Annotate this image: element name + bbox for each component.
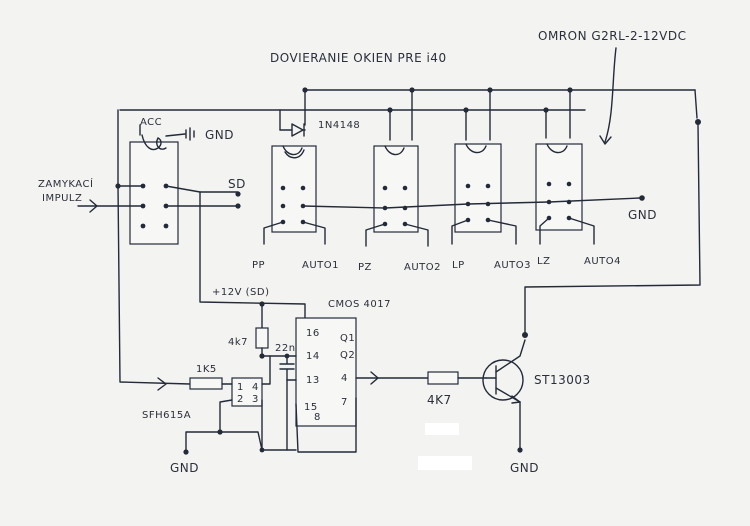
acc-label: ACC: [140, 117, 162, 128]
opto-ground-wire: [185, 399, 233, 453]
svg-text:7: 7: [341, 397, 348, 408]
gnd-bottom-right-label: GND: [510, 461, 539, 475]
svg-text:16: 16: [306, 328, 320, 339]
svg-text:Q2: Q2: [340, 350, 355, 361]
paper-patch-2: [418, 456, 472, 470]
svg-text:8: 8: [314, 412, 321, 423]
gnd-bottom-right-terminal: [517, 447, 523, 453]
svg-text:14: 14: [306, 351, 320, 362]
window-relay-1: [271, 145, 317, 233]
auto4-label: AUTO4: [584, 256, 621, 267]
opto-input-arrow: [157, 377, 167, 391]
diagram-title: DOVIERANIE OKIEN PRE i40: [270, 51, 447, 65]
supply-wire: [199, 191, 306, 319]
svg-text:1: 1: [237, 382, 244, 393]
transistor-collector-wire: [524, 124, 701, 336]
svg-text:2: 2: [237, 394, 244, 405]
svg-text:4: 4: [341, 373, 348, 384]
svg-text:4: 4: [252, 382, 259, 393]
collector-terminal: [522, 332, 528, 338]
diode-1n4148: 1N4148: [279, 120, 360, 137]
base-resistor: [427, 371, 459, 385]
auto1-label: AUTO1: [302, 260, 339, 271]
window-relay-4: [535, 143, 583, 231]
gnd-right-terminal: [639, 195, 645, 201]
relay-pointer-arrowhead: [599, 135, 612, 145]
pp-label: PP: [252, 260, 265, 271]
relay-pointer-line: [604, 47, 617, 143]
relay-output-legs: [263, 217, 595, 247]
svg-text:3: 3: [252, 394, 259, 405]
gnd-top-label: GND: [205, 128, 234, 142]
pullup-resistor: [255, 327, 269, 349]
ground-bus: [219, 431, 297, 451]
sd-terminal: [235, 191, 241, 197]
svg-text:Q1: Q1: [340, 333, 355, 344]
sd-label: SD: [228, 177, 246, 191]
transistor-st13003: [482, 339, 526, 404]
opto-collector-wire: [261, 355, 271, 385]
pin14-junction: [259, 353, 265, 359]
ic-label: CMOS 4017: [328, 299, 391, 310]
gnd-bottom-left-label: GND: [170, 461, 199, 475]
impulz-arrow: [89, 199, 98, 213]
common-gnd-bus: [302, 197, 641, 209]
supply-label: +12V (SD): [212, 287, 269, 298]
relay-part-label: OMRON G2RL-2-12VDC: [538, 29, 687, 43]
top-rail-terminal: [695, 119, 701, 125]
base-resistor-label: 4K7: [427, 393, 452, 407]
cap-label: 22n: [275, 343, 296, 354]
rail-drops: [279, 87, 573, 141]
auto3-label: AUTO3: [494, 260, 531, 271]
opto-input-wire: [117, 185, 191, 385]
pz-label: PZ: [358, 262, 372, 273]
gnd-bottom-left-terminal: [183, 449, 189, 455]
optocoupler-sfh615a: 1 4 2 3: [231, 377, 263, 407]
opto-series-resistor: [189, 377, 223, 390]
impulz-label: IMPULZ: [42, 193, 82, 204]
ic-cmos-4017: CMOS 4017 16 14 13 15 8 Q1 Q2 4 7: [295, 299, 391, 427]
paper-patch-1: [425, 423, 459, 435]
capacitor-22n: [279, 355, 295, 381]
window-relay-2: [373, 145, 419, 233]
window-relay-3: [454, 143, 502, 233]
auto2-label: AUTO2: [404, 262, 441, 273]
gnd-right-label: GND: [628, 208, 657, 222]
optocoupler-label: SFH615A: [142, 410, 191, 421]
ignition-pin-terminal: [235, 203, 241, 209]
diode-label: 1N4148: [318, 120, 360, 131]
svg-text:13: 13: [306, 375, 320, 386]
opto-resistor-label: 1K5: [196, 364, 217, 375]
pullup-label: 4k7: [228, 337, 248, 348]
ic-output-arrow: [370, 371, 379, 385]
transistor-label: ST13003: [534, 373, 591, 387]
lz-label: LZ: [537, 256, 550, 267]
ignition-relay: ACC GND: [129, 117, 234, 245]
svg-text:15: 15: [304, 402, 318, 413]
ic-ground-loop: [295, 397, 357, 453]
lp-label: LP: [452, 260, 465, 271]
top-rail-right-drop: [694, 89, 698, 119]
zamykaci-label: ZAMYKACÍ: [38, 177, 93, 190]
